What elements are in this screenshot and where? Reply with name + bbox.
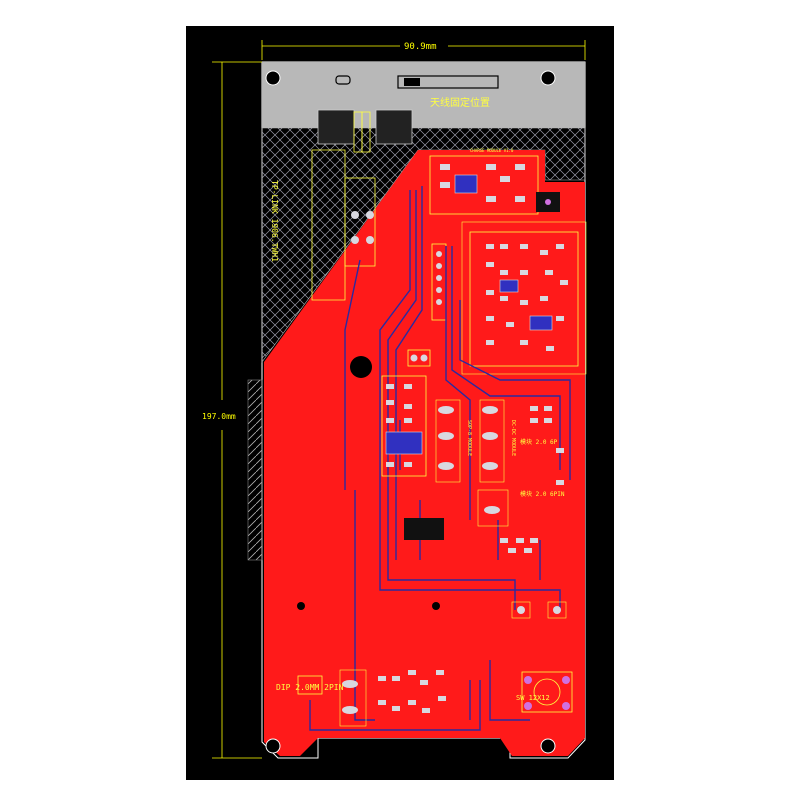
module-right-label: DC-DC MODULE [510, 420, 516, 456]
via [297, 602, 305, 610]
pad [545, 199, 551, 205]
bottom-module-pads [378, 670, 446, 713]
dimension-height-label: 197.0mm [202, 412, 236, 421]
smd-pad [440, 164, 450, 170]
copper-pour [264, 150, 585, 756]
dimension-width-label: 90.9mm [404, 42, 437, 52]
dimension-height [212, 61, 262, 759]
pad [524, 676, 532, 684]
module-left [435, 399, 461, 483]
antenna-slot [397, 75, 499, 89]
pad [524, 702, 532, 710]
pad [562, 702, 570, 710]
smd-pad [440, 182, 450, 188]
header-pin [436, 251, 442, 257]
mount-hole-top-right [540, 70, 556, 86]
smd-pad [486, 196, 496, 202]
header-pin [436, 263, 442, 269]
mount-hole-top-left [265, 70, 281, 86]
mount-hole-bottom-right [540, 738, 556, 754]
module-right [479, 399, 505, 483]
smd-pad [515, 196, 525, 202]
smd-pad [515, 164, 525, 170]
sop-module [381, 375, 427, 477]
left-edge-strip [247, 379, 263, 561]
pad [366, 236, 374, 244]
mount-hole-middle [350, 356, 372, 378]
sop-chip [385, 431, 423, 455]
charge-module-inner [461, 221, 587, 375]
via [432, 602, 440, 610]
pad [562, 676, 570, 684]
pcb-traces [309, 186, 571, 731]
inductor-pads [342, 406, 500, 714]
sop-module-pads [386, 384, 412, 467]
test-point-right [547, 601, 567, 619]
bottom-module [339, 669, 367, 727]
antenna-note: 天线固定位置 [430, 96, 490, 109]
black-module [404, 518, 444, 540]
dip-connector [297, 675, 323, 695]
silk-vertical-left: TP-LINK 1906.TWH1 [270, 180, 279, 262]
top-header: CHARGE MODULE V1.0 [470, 148, 514, 153]
module-mid-1-label: 模块 2.0 6P [520, 438, 558, 446]
switch-bottom-right: SW 12X12 [516, 694, 550, 702]
charge-module-components [486, 244, 568, 351]
connector-housing-left [317, 109, 355, 145]
mcu-block [429, 155, 539, 215]
smd-pad [486, 164, 496, 170]
right-side-pads [500, 406, 564, 553]
pad [366, 211, 374, 219]
module-left-label: SOP-8 MODULE [466, 420, 472, 456]
antenna-area [262, 62, 585, 128]
pad [351, 236, 359, 244]
smd-pad [500, 176, 510, 182]
pad [420, 354, 428, 362]
connector-housing-right [375, 109, 413, 145]
two-pin-connector [407, 349, 431, 367]
connector-bottom-left: DIP 2.0MM 2PIN [276, 683, 344, 692]
switch-button [533, 678, 561, 706]
pad [553, 606, 561, 614]
module-mid-3 [477, 489, 509, 527]
push-switch [521, 671, 573, 713]
header-pin [436, 299, 442, 305]
test-point-left [511, 601, 531, 619]
pad [517, 606, 525, 614]
module-mid-2-label: 模块 2.0 6PIN [520, 490, 565, 498]
antenna-slot-inner [404, 78, 420, 86]
header-pin [436, 275, 442, 281]
mcu-chip [454, 174, 478, 194]
dimension-width [261, 40, 586, 60]
pad [351, 211, 359, 219]
connector-pin-right [361, 111, 371, 153]
usb-connector [335, 75, 351, 85]
switch-module-left [344, 177, 376, 267]
charge-ic [529, 315, 553, 331]
charge-module-block [469, 231, 579, 367]
yellow-keepout-left [311, 149, 346, 301]
pad [410, 354, 418, 362]
header-pin [436, 287, 442, 293]
charge-ic-2 [499, 279, 519, 293]
mount-hole-bottom-left [265, 738, 281, 754]
